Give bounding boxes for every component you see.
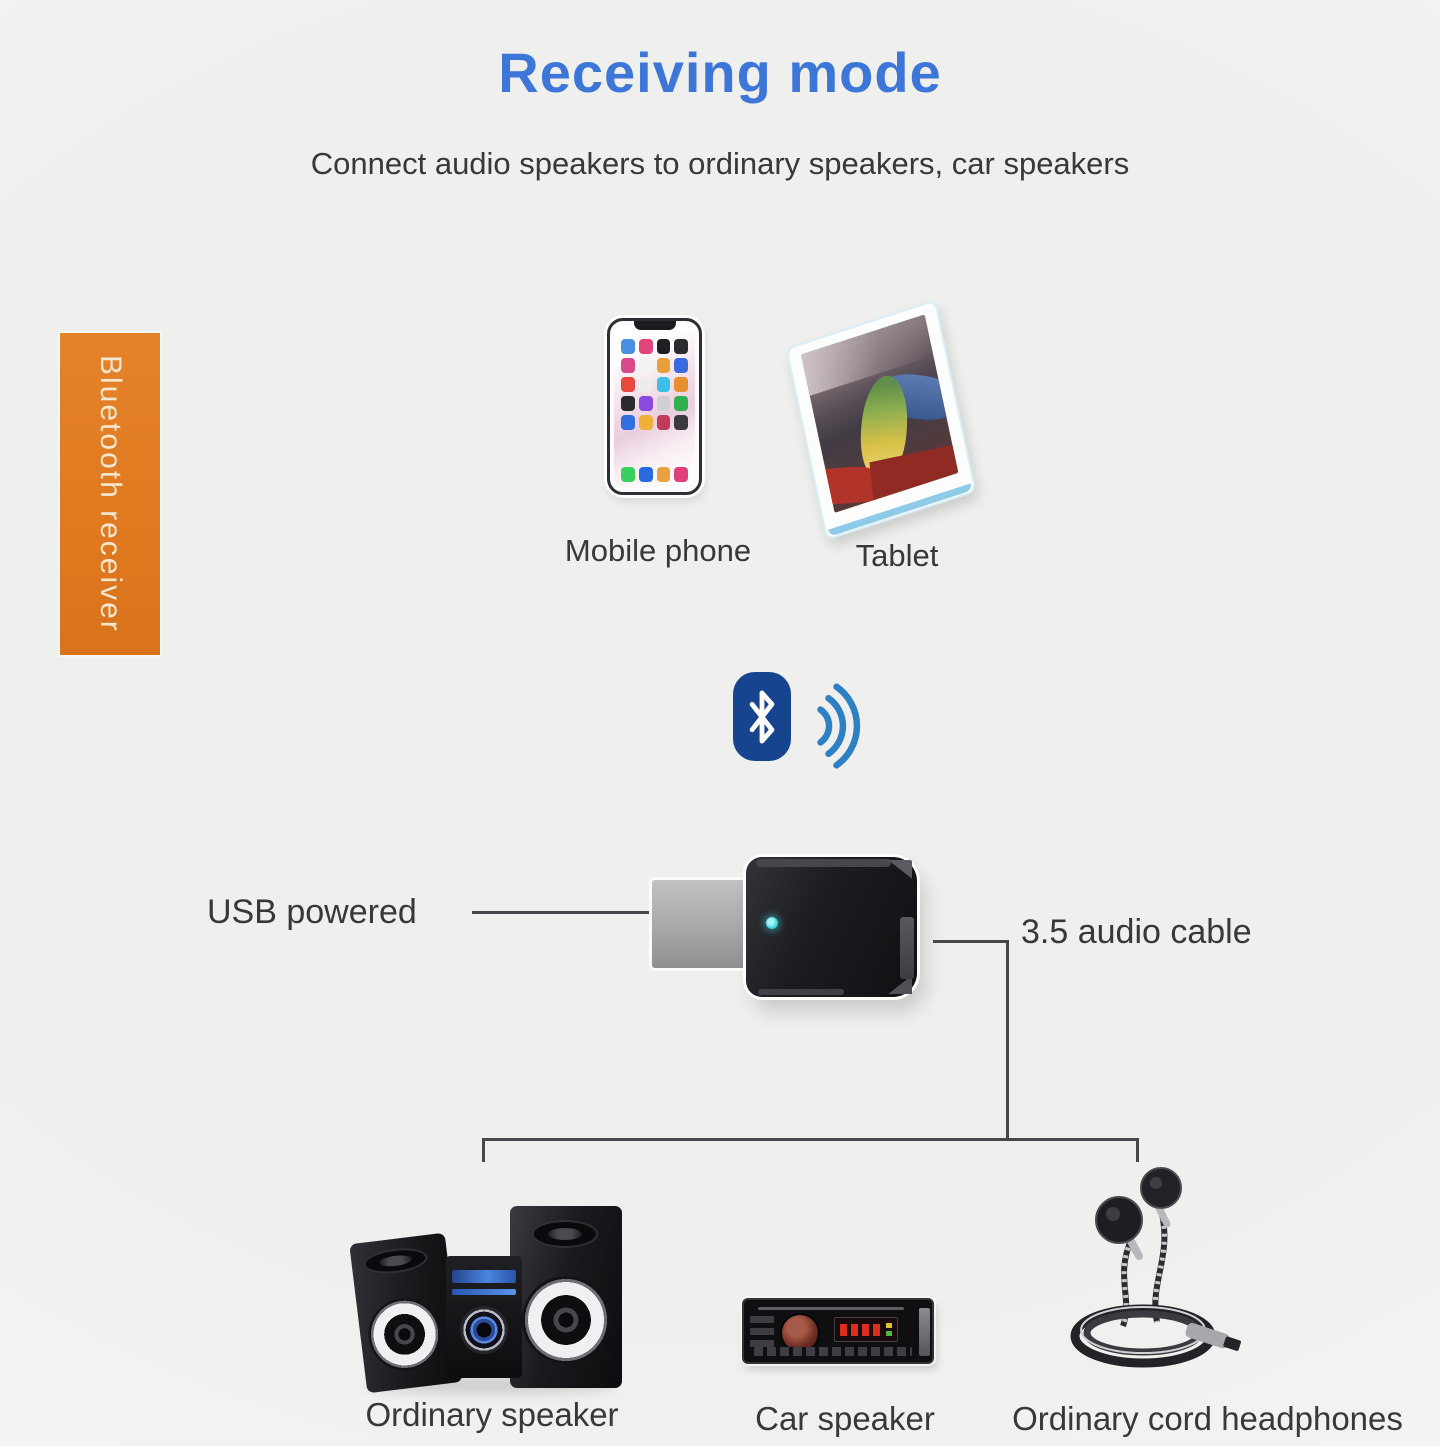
stereo-display [452,1270,516,1283]
stereo-display [452,1289,516,1295]
stereo-center-unit [446,1256,522,1378]
phone-app-icon [638,396,653,411]
tablet-image [785,299,977,541]
adapter-side-accent [900,917,914,979]
output-bus-tick-right [1136,1138,1139,1162]
phone-app-icon [656,339,671,354]
side-banner-label: Bluetooth receiver [94,355,127,633]
phone-app-icon [674,415,688,430]
phone-app-icon [621,415,635,430]
phone-app-icon [638,358,653,373]
stereo-right-speaker [510,1206,622,1388]
page-title: Receiving mode [498,41,942,104]
adapter-bottom-strip [758,989,844,995]
phone-app-icon [638,415,653,430]
ordinary-speaker-image [349,1198,624,1394]
ordinary-speaker-label: Ordinary speaker [365,1396,619,1433]
headphones-image [1070,1167,1241,1368]
phone-notch [633,321,676,330]
tweeter [362,1245,429,1277]
phone-app-icon [656,415,671,430]
headphones-label: Ordinary cord headphones [1012,1400,1403,1437]
side-banner: Bluetooth receiver [60,333,160,655]
cd-slot [758,1307,904,1310]
phone-app-icon [656,467,671,482]
bluetooth-rune [749,690,775,743]
phone-app-icon [674,377,688,392]
phone-app-icon [621,396,635,411]
bluetooth-icon [733,672,791,761]
bluetooth-adapter-image [746,857,917,997]
phone-app-icon [656,396,671,411]
phone-app-icon [656,377,671,392]
car-stereo-digits [840,1324,882,1336]
cable-line-horizontal [933,940,1009,943]
car-stereo-image [742,1298,934,1364]
car-stereo-indicator [886,1323,892,1328]
phone-app-icon [674,396,688,411]
phone-app-icon [674,358,688,373]
wireless-signal-icon [817,683,861,769]
car-stereo-button-row [754,1347,912,1356]
audio-plug [1185,1323,1241,1351]
tablet-wallpaper [800,314,959,513]
phone-dock [621,467,688,482]
usb-powered-callout-line [472,911,655,914]
usb-powered-label: USB powered [207,893,417,931]
phone-app-icon [621,377,635,392]
tablet-label: Tablet [855,538,939,573]
car-stereo-display [834,1317,898,1342]
phone-app-icon [621,339,635,354]
adapter-top-strip [756,859,891,867]
audio-cable-label: 3.5 audio cable [1021,913,1252,951]
adapter-status-led [766,917,778,929]
speaker-driver [522,1276,610,1364]
output-bus-tick-left [482,1138,485,1162]
car-stereo-buttons [750,1316,774,1352]
phone-app-icon [638,377,653,392]
tweeter [532,1220,598,1248]
page-subtitle: Connect audio speakers to ordinary speak… [310,146,1130,181]
phone-app-icon [674,467,688,482]
mobile-phone-label: Mobile phone [564,533,752,568]
phone-screen [614,325,695,488]
phone-app-icon [638,467,653,482]
phone-app-icon [621,358,635,373]
cable-line-vertical [1006,940,1009,1141]
car-stereo-end-cap [919,1308,930,1356]
phone-app-icon [638,339,653,354]
phone-app-icon [621,467,635,482]
stereo-knob [460,1306,508,1354]
car-stereo-indicator [886,1331,892,1336]
phone-app-icon [656,358,671,373]
usb-connector [652,880,752,968]
phone-app-grid [621,339,688,430]
speaker-driver [364,1294,445,1375]
mobile-phone-image [607,318,702,495]
output-bus-line [482,1138,1139,1141]
phone-app-icon [674,339,688,354]
car-speaker-label: Car speaker [755,1400,935,1437]
